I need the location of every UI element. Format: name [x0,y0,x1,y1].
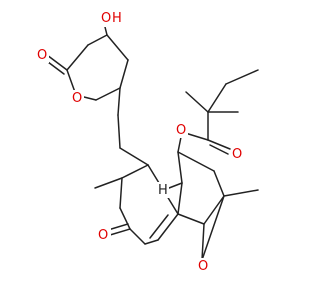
lactone-carbonyl-oxygen: O [37,48,47,63]
epoxide-oxygen: O [198,259,208,274]
structure-drawing: O O H O O O O O H [37,10,259,274]
atom-labels: O O H O O O O O H [37,10,245,274]
ester-carbonyl-oxygen: O [232,147,242,162]
hydroxyl-hydrogen: H [112,11,122,26]
ring-fusion-hydrogen: H [158,183,168,198]
ketone-oxygen: O [98,228,108,243]
bond-layer [43,26,259,261]
lactone-ring-oxygen: O [72,91,82,106]
hydroxyl-oxygen: O [101,11,111,26]
ester-link-oxygen: O [176,123,186,138]
molecule-structure: O O H O O O O O H [37,10,259,274]
